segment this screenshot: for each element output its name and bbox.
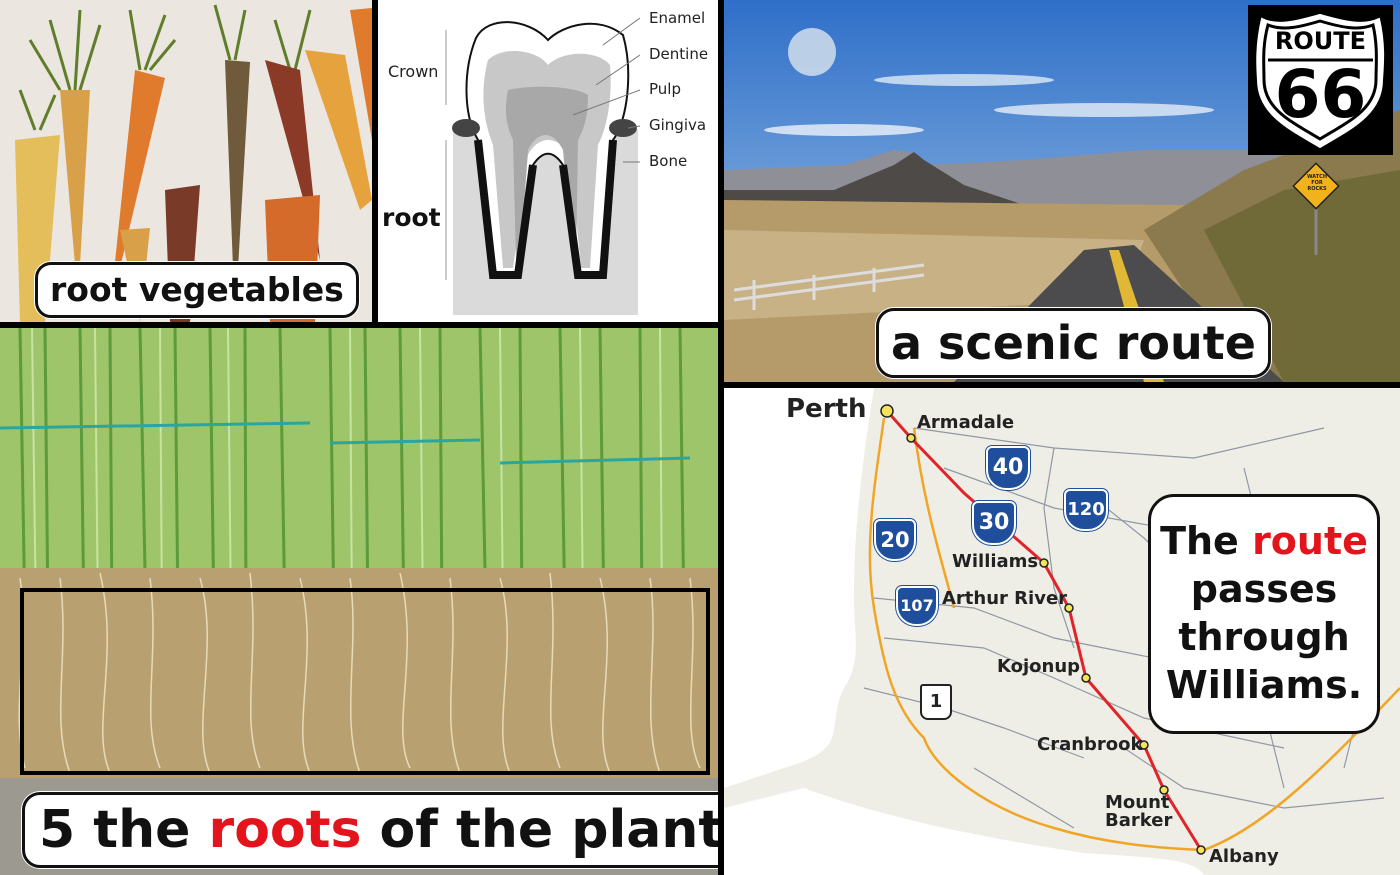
plant-roots-panel: 5 the roots of the plant [0, 328, 718, 875]
route-note-line-3: through [1178, 615, 1350, 659]
highway-30-label: 30 [978, 510, 1010, 535]
route-note-line-1: The route [1151, 517, 1377, 565]
map-town-mount: Mount [1105, 792, 1170, 813]
scenic-route-caption: a scenic route [876, 308, 1271, 378]
scenic-route-caption-text: a scenic route [891, 316, 1256, 370]
highway-120-label: 120 [1067, 499, 1105, 520]
tooth-root-label: root [382, 203, 441, 232]
rocks-sign-text: WATCH FOR ROCKS [1303, 174, 1331, 192]
plant-roots-caption-highlight: roots [208, 800, 362, 860]
highway-30-shield: 30 [972, 501, 1016, 545]
map-town-barker: Barker [1105, 810, 1173, 831]
highway-40-label: 40 [992, 455, 1024, 480]
map-town-cranbrook: Cranbrook [1037, 734, 1143, 755]
roots-highlight-box [20, 588, 710, 775]
rocks-sign-line-2: FOR [1311, 180, 1323, 186]
vegetables-caption-text: root vegetables [50, 270, 344, 309]
highway-120-shield: 120 [1064, 489, 1108, 531]
scenic-route-panel: WATCH FOR ROCKS ROUTE 66 a scenic route [724, 0, 1400, 382]
rocks-sign-line-1: WATCH [1306, 174, 1328, 180]
tooth-part-bone: Bone [649, 152, 688, 170]
route-map-panel: Perth Armadale Williams Arthur River Koj… [724, 388, 1400, 875]
route-note-line-4: Williams. [1165, 663, 1363, 707]
rocks-sign-line-3: ROCKS [1307, 186, 1327, 192]
map-town-albany: Albany [1209, 846, 1279, 867]
map-town-armadale: Armadale [917, 412, 1015, 433]
map-town-arthur-river: Arthur River [942, 588, 1068, 609]
highway-20-label: 20 [880, 528, 910, 552]
perth-marker [880, 404, 894, 418]
tooth-diagram-panel: Crown root Enamel Dentine Pulp Gingiva B… [378, 0, 718, 322]
vegetables-caption: root vegetables [35, 262, 359, 318]
highway-40-shield: 40 [986, 446, 1030, 490]
map-town-williams: Williams [952, 551, 1039, 572]
route-66-shield-number: 66 [1274, 56, 1367, 133]
highway-107-shield: 107 [896, 586, 938, 626]
tooth-diagram [445, 17, 641, 315]
watch-for-rocks-sign [1292, 162, 1340, 210]
route-note-box: The route passes through Williams. [1148, 494, 1380, 734]
plant-roots-caption-post: of the plant [361, 800, 718, 860]
route-66-shield-shape [1256, 13, 1385, 149]
highway-107-label: 107 [900, 596, 934, 615]
plant-roots-caption-pre: 5 the [39, 800, 209, 860]
tooth-part-dentine: Dentine [649, 45, 709, 63]
plant-roots-caption: 5 the roots of the plant [22, 792, 718, 868]
tooth-part-gingiva: Gingiva [649, 116, 707, 134]
route-note-line-1-pre: The [1160, 519, 1253, 563]
map-town-perth: Perth [786, 394, 867, 424]
route-note-line-2: passes [1190, 567, 1338, 611]
vegetables-panel: root vegetables [0, 0, 372, 322]
highway-1-label: 1 [929, 691, 943, 712]
route-66-shield-top: ROUTE [1274, 27, 1367, 55]
highway-20-shield: 20 [874, 519, 916, 561]
route-note-highlight: route [1252, 519, 1368, 563]
moon [788, 28, 836, 76]
highway-1-shield: 1 [920, 684, 952, 720]
route-66-shield: ROUTE 66 [1248, 5, 1393, 155]
tooth-crown-label: Crown [388, 62, 439, 81]
tooth-part-pulp: Pulp [649, 80, 681, 98]
tooth-part-enamel: Enamel [649, 9, 706, 27]
map-town-kojonup: Kojonup [997, 656, 1081, 677]
